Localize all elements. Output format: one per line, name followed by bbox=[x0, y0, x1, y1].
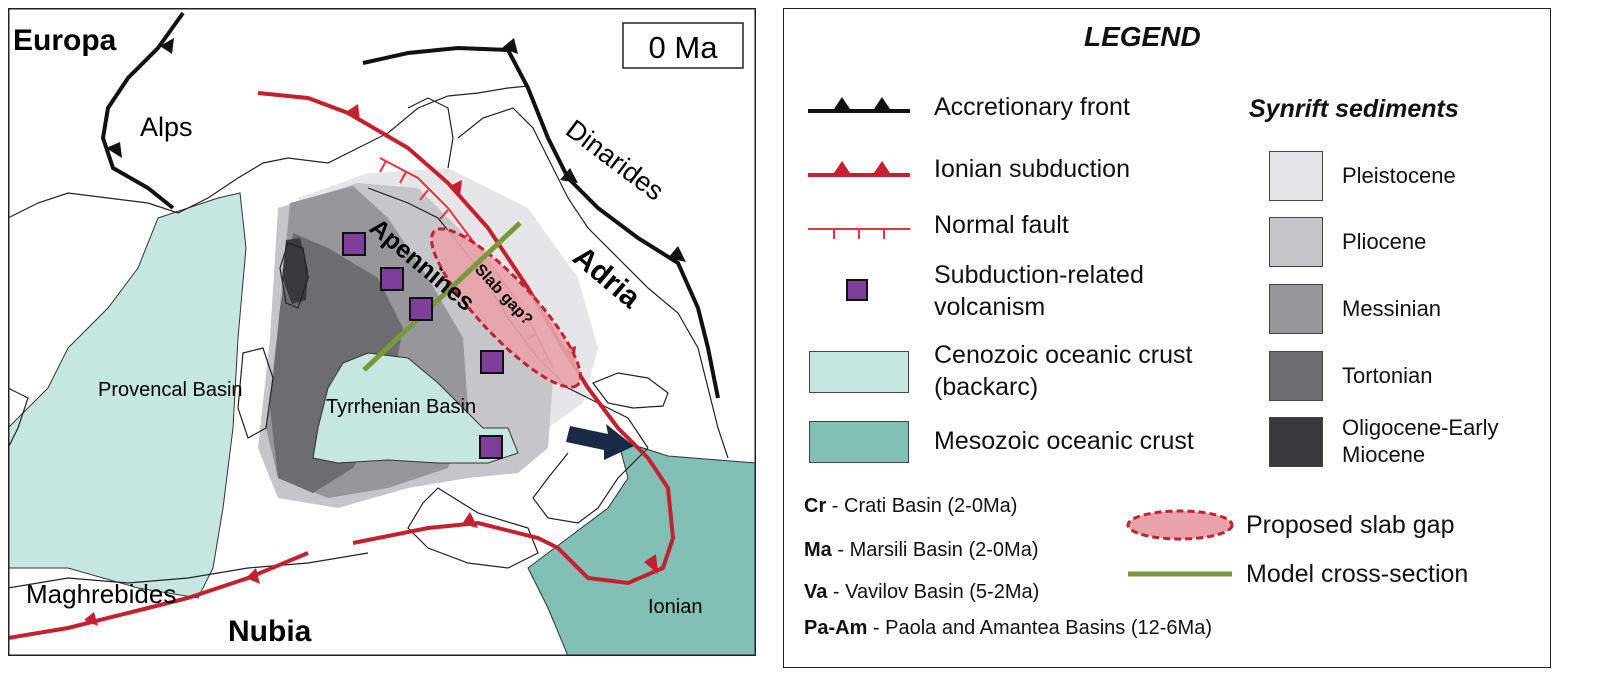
cenozoic-crust-swatch bbox=[809, 351, 909, 393]
label-tortonian: Tortonian bbox=[1342, 363, 1433, 388]
abbr-va: Va - Vavilov Basin (5-2Ma) bbox=[804, 581, 1040, 603]
label-tyrrhenian-basin: Tyrrhenian Basin bbox=[326, 396, 476, 418]
volcanism-marker bbox=[342, 232, 366, 256]
abbr-ma: Ma - Marsili Basin (2-0Ma) bbox=[804, 539, 1039, 561]
accretionary-front-dinarides bbox=[362, 38, 720, 399]
label-messinian: Messinian bbox=[1342, 296, 1442, 321]
abbr-pa-am: Pa-Am - Paola and Amantea Basins (12-6Ma… bbox=[804, 617, 1212, 639]
legend-panel: LEGEND Accretionary front Ionian subduct… bbox=[783, 8, 1551, 668]
legend-slab-gap: Proposed slab gap bbox=[1246, 511, 1455, 539]
accretionary-front-symbol bbox=[808, 97, 910, 113]
volcanism-marker bbox=[380, 267, 404, 291]
label-europa: Europa bbox=[13, 24, 117, 57]
slab-gap-symbol bbox=[1126, 509, 1234, 541]
accretionary-front-alps bbox=[100, 11, 185, 210]
normal-fault-symbol bbox=[808, 228, 910, 239]
arrow-icon bbox=[566, 424, 634, 460]
label-provencal-basin: Provencal Basin bbox=[98, 379, 243, 401]
legend-accretionary-front: Accretionary front bbox=[934, 93, 1130, 121]
legend-cenozoic-crust: Cenozoic oceanic crust (backarc) bbox=[934, 341, 1193, 401]
abbr-cr: Cr - Crati Basin (2-0Ma) bbox=[804, 495, 1018, 517]
label-pleistocene: Pleistocene bbox=[1342, 163, 1456, 188]
label-dinarides: Dinarides bbox=[560, 114, 669, 207]
legend-mesozoic-crust: Mesozoic oceanic crust bbox=[934, 427, 1194, 455]
time-box bbox=[622, 22, 744, 69]
legend-normal-fault: Normal fault bbox=[934, 211, 1069, 239]
label-maghrebides: Maghrebides bbox=[26, 579, 176, 609]
coastlines bbox=[8, 85, 729, 589]
label-pliocene: Pliocene bbox=[1342, 229, 1427, 254]
ionian-subduction-symbol bbox=[808, 161, 910, 177]
tectonic-map: 0 Ma Europa Alps Dinarides Apennines Adr… bbox=[8, 8, 756, 656]
volcanism-marker bbox=[479, 435, 503, 459]
label-oligocene: Oligocene-Early Miocene bbox=[1342, 415, 1499, 467]
cenozoic-crust-provencal bbox=[8, 192, 247, 599]
time-label: 0 Ma bbox=[649, 30, 719, 65]
synrift-title: Synrift sediments bbox=[1249, 95, 1459, 123]
volcanism-symbol bbox=[846, 279, 868, 301]
mesozoic-crust-swatch bbox=[809, 421, 909, 463]
swatch-pliocene bbox=[1269, 217, 1323, 267]
swatch-oligocene bbox=[1269, 417, 1323, 467]
swatch-pleistocene bbox=[1269, 151, 1323, 201]
swatch-messinian bbox=[1269, 284, 1323, 334]
swatch-tortonian bbox=[1269, 351, 1323, 401]
label-ionian: Ionian bbox=[648, 596, 703, 618]
synrift-oligocene-early-miocene bbox=[282, 238, 308, 304]
model-cross-section bbox=[362, 221, 522, 372]
label-alps: Alps bbox=[140, 112, 193, 142]
legend-cross-section: Model cross-section bbox=[1246, 560, 1469, 588]
volcanism-marker bbox=[409, 297, 433, 321]
ionian-subduction bbox=[8, 91, 676, 640]
volcanism-marker bbox=[480, 350, 504, 374]
cross-section-symbol bbox=[1128, 571, 1232, 577]
legend-title: LEGEND bbox=[1084, 21, 1201, 52]
mesozoic-oceanic-crust-ionian bbox=[527, 439, 756, 656]
legend-volcanism: Subduction-related volcanism bbox=[934, 261, 1144, 321]
label-nubia: Nubia bbox=[228, 615, 312, 648]
legend-ionian-subduction: Ionian subduction bbox=[934, 155, 1130, 183]
